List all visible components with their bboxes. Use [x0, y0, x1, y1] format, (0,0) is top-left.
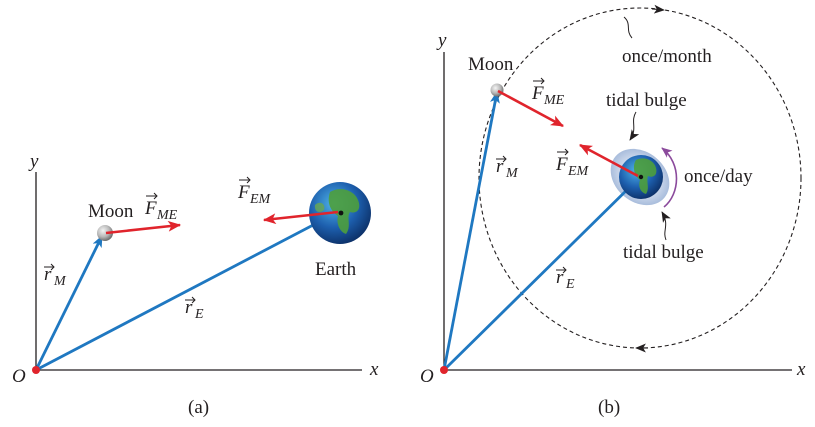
panel-a: y x O Moon Earth r M r E — [12, 151, 379, 418]
panel-b-rotation-label: once/day — [684, 166, 753, 187]
panel-a-caption: (a) — [188, 397, 209, 418]
panel-a-moon-label: Moon — [88, 201, 134, 222]
svg-text:r: r — [556, 267, 564, 288]
svg-text:F: F — [531, 83, 544, 104]
svg-text:F: F — [144, 198, 157, 219]
panel-b-orbit-label: once/month — [622, 46, 712, 67]
svg-text:E: E — [565, 277, 575, 292]
panel-a-f-em-vector — [262, 210, 339, 225]
panel-b-moon-label: Moon — [468, 54, 514, 75]
panel-b-x-label: x — [796, 359, 806, 380]
panel-b-tidal-bulge-bottom-label: tidal bulge — [623, 242, 704, 263]
panel-a-r-earth-vector — [35, 210, 339, 372]
panel-b-origin-dot — [440, 366, 448, 374]
panel-b-f-me-label: F ME — [531, 77, 565, 108]
panel-a-y-label: y — [28, 151, 39, 172]
svg-text:E: E — [194, 307, 204, 322]
svg-text:ME: ME — [543, 93, 565, 108]
moon-sphere-icon — [97, 225, 113, 241]
panel-b-y-label: y — [436, 30, 447, 51]
svg-text:EM: EM — [249, 192, 272, 207]
svg-text:EM: EM — [567, 164, 590, 179]
earth-globe-icon — [309, 182, 371, 244]
panel-a-r-moon-vector — [34, 235, 104, 371]
panel-b-origin-label: O — [420, 366, 434, 387]
panel-a-earth-label: Earth — [315, 259, 357, 280]
panel-b-f-em-label: F EM — [555, 148, 590, 179]
panel-a-origin-dot — [32, 366, 40, 374]
panel-a-r-earth-label: r E — [185, 296, 204, 322]
panel-a-f-me-label: F ME — [144, 192, 178, 223]
panel-a-f-me-vector — [105, 220, 182, 235]
svg-text:r: r — [496, 156, 504, 177]
orbit-label-pointer — [623, 16, 633, 39]
earth-globe-icon — [619, 155, 663, 199]
moon-sphere-icon — [490, 83, 504, 97]
panel-a-origin-label: O — [12, 366, 26, 387]
panel-a-f-em-label: F EM — [237, 176, 272, 207]
svg-text:M: M — [53, 274, 67, 289]
svg-text:r: r — [44, 264, 52, 285]
rotation-arrow — [661, 147, 678, 208]
panel-b-r-moon-label: r M — [496, 155, 519, 181]
panel-b-r-moon-vector — [442, 91, 500, 371]
svg-text:ME: ME — [156, 208, 178, 223]
svg-text:r: r — [185, 297, 193, 318]
svg-text:F: F — [237, 182, 250, 203]
panel-b-tidal-bulge-top-label: tidal bulge — [606, 90, 687, 111]
panel-b-f-me-vector — [497, 89, 564, 128]
tidal-bulge-top-pointer — [629, 111, 640, 141]
tidal-bulge-bottom-pointer — [661, 211, 671, 241]
panel-a-x-label: x — [369, 359, 379, 380]
panel-b-r-earth-vector — [443, 179, 638, 371]
svg-text:M: M — [505, 166, 519, 181]
panel-b-r-earth-label: r E — [556, 266, 575, 292]
panel-b-f-em-vector — [579, 143, 639, 178]
panel-b-caption: (b) — [598, 397, 620, 418]
panel-a-r-moon-label: r M — [44, 263, 67, 289]
orbit-arrow-top — [651, 4, 665, 14]
panel-b: y x O once/month Moon once/day tidal bul… — [420, 4, 806, 418]
svg-text:F: F — [555, 154, 568, 175]
